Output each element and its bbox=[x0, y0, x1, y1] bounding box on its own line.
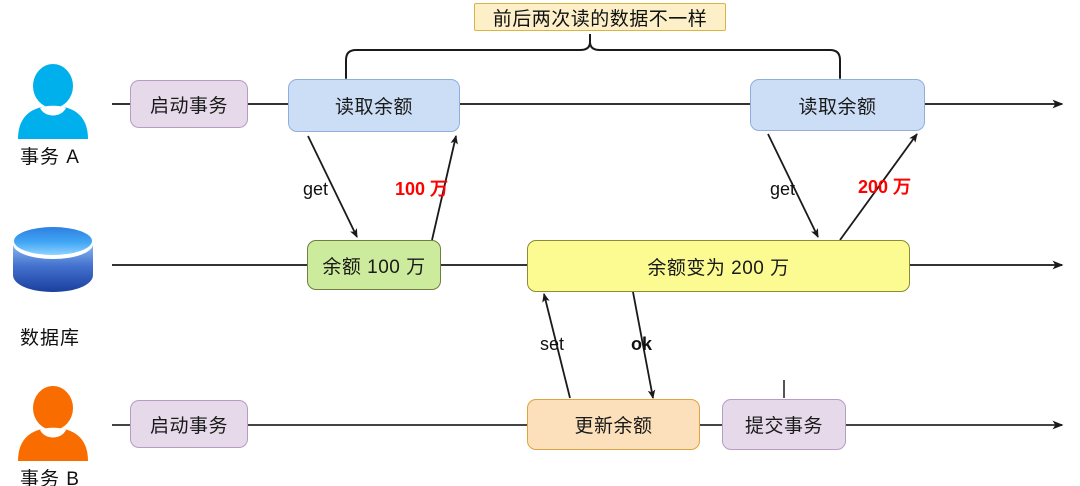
node-db-balance-updated[interactable]: 余额变为 200 万 bbox=[527, 240, 910, 292]
node-db-balance-initial[interactable]: 余额 100 万 bbox=[307, 240, 441, 290]
node-b-commit-transaction[interactable]: 提交事务 bbox=[722, 399, 846, 450]
node-a-start-transaction[interactable]: 启动事务 bbox=[130, 80, 248, 128]
edge-label-set: set bbox=[540, 334, 565, 354]
user-icon-transaction-b bbox=[18, 386, 88, 461]
node-a-read-balance-1[interactable]: 读取余额 bbox=[288, 79, 460, 132]
node-a-read-balance-2[interactable]: 读取余额 bbox=[750, 79, 925, 131]
edge-label-ok: ok bbox=[631, 334, 653, 354]
edge-label-get-2: get bbox=[770, 179, 796, 199]
comparison-brace bbox=[345, 34, 841, 79]
node-b-start-transaction[interactable]: 启动事务 bbox=[130, 400, 248, 448]
user-icon-transaction-a bbox=[18, 64, 88, 139]
actor-label-transaction-a: 事务 A bbox=[20, 147, 80, 168]
note-inconsistent-read: 前后两次读的数据不一样 bbox=[474, 3, 726, 31]
database-cylinder-icon bbox=[13, 227, 93, 292]
edge-label-value-2: 200 万 bbox=[858, 177, 912, 197]
edge-label-value-1: 100 万 bbox=[395, 179, 449, 199]
node-b-update-balance[interactable]: 更新余额 bbox=[527, 399, 700, 450]
actor-label-transaction-b: 事务 B bbox=[20, 469, 80, 486]
edge-label-get-1: get bbox=[303, 179, 329, 199]
actor-label-database: 数据库 bbox=[20, 328, 81, 349]
